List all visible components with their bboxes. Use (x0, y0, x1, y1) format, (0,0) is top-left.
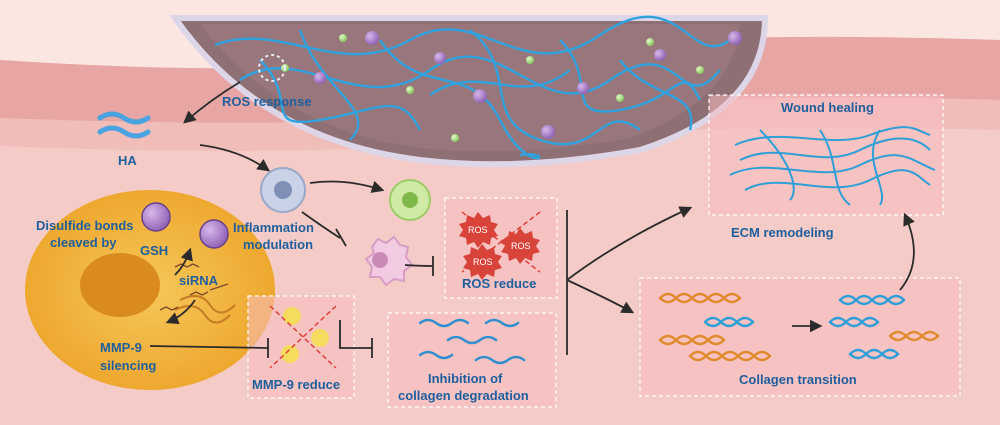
process-arrows (149, 81, 915, 358)
disulfide-bonds-label-line2: cleaved by (50, 235, 117, 250)
ros-reduce-panel (444, 197, 558, 299)
inhibit-mmp9 (149, 345, 269, 349)
ros-badge-2: ROS (511, 241, 531, 251)
arrow-collagen-to-ecm (899, 212, 915, 291)
inhibit-m1-bar (335, 228, 347, 247)
arrow-to-collagen (566, 279, 635, 314)
mmp9-reduce-label: MMP-9 reduce (252, 377, 341, 392)
wound-healing-panel (708, 94, 944, 216)
mmp9-silencing-label-line1: MMP-9 (100, 340, 142, 355)
ros-burst-2 (501, 228, 540, 264)
inhibit-ros (404, 264, 434, 267)
mmp9-particle-3 (281, 345, 299, 363)
ecm-fiber-mesh (729, 126, 936, 206)
nanoparticle-1 (141, 202, 171, 232)
wound-healing-label: Wound healing (781, 100, 874, 115)
inhibition-panel (387, 312, 557, 408)
intact-collagen-fibers (418, 318, 526, 365)
ros-cleavage-site (258, 54, 286, 82)
ha-label: HA (118, 153, 137, 168)
inflammatory-cells (260, 167, 431, 287)
inhibit-degradation (339, 320, 372, 349)
disulfide-bonds-label-line1: Disulfide bonds (36, 218, 134, 233)
ros-badge-3: ROS (473, 257, 493, 267)
mmp9-reduce-panel (247, 295, 355, 399)
arrow-ha-to-cell (199, 144, 271, 172)
gsh-label: GSH (140, 243, 169, 258)
ha-waves (97, 111, 151, 139)
arrow-to-m2 (309, 180, 385, 193)
mmp9-reduce-content (269, 305, 337, 369)
ros-reduce-label: ROS reduce (462, 276, 537, 291)
hydrogel-purple-particles (314, 31, 742, 139)
mmp9-particle-2 (311, 329, 329, 347)
ros-burst-3 (463, 244, 502, 280)
arrow-to-wound-healing (566, 206, 693, 281)
sirna-strands (159, 263, 229, 311)
mmp9-particle-1 (283, 307, 301, 325)
hydrogel-fiber-network (214, 15, 731, 160)
ros-response-label: ROS response (222, 94, 312, 109)
ros-badge-1: ROS (468, 225, 488, 235)
ros-reduce-content (459, 211, 541, 280)
arrow-gsh (174, 247, 193, 276)
arrow-ros-to-ha (183, 81, 241, 124)
hydrogel-wound-dressing (169, 15, 769, 168)
inhibition-label-line2: collagen degradation (398, 388, 529, 403)
inflammation-modulation-label-line2: modulation (243, 237, 314, 252)
nanoparticle-2 (199, 219, 229, 249)
arrow-sirna (165, 299, 196, 324)
collagen-helices (658, 292, 940, 362)
inhibit-m1 (301, 211, 341, 239)
sirna-label: siRNA (179, 273, 219, 288)
inflammation-modulation-label-line1: Inflammation (233, 220, 314, 235)
inhibition-label-line1: Inhibition of (428, 371, 503, 386)
mmp9-silencing-label-line2: silencing (100, 358, 157, 373)
target-cell (25, 190, 275, 390)
ros-burst-1 (459, 212, 498, 248)
ecm-remodeling-label: ECM remodeling (731, 225, 834, 240)
collagen-transition-label: Collagen transition (739, 372, 857, 387)
